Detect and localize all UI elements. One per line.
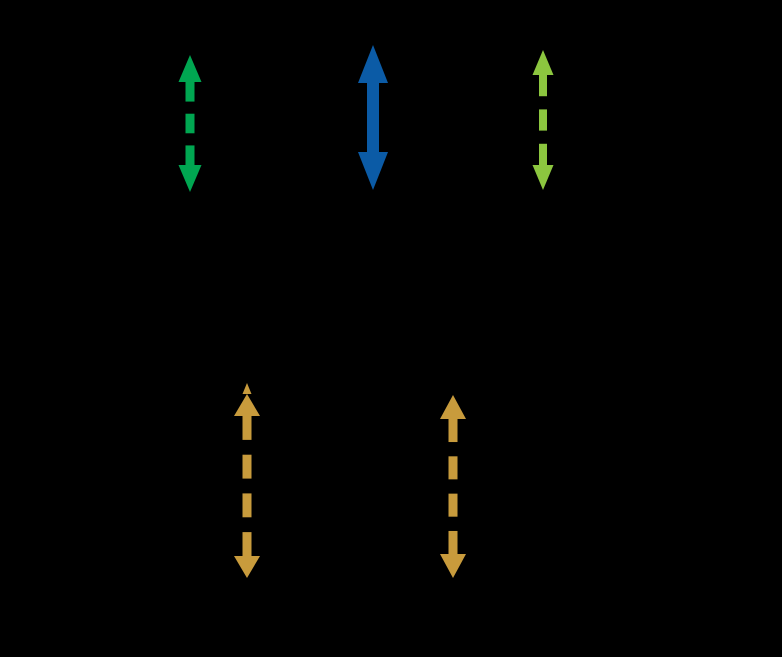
ochre-double-headed-dashed-arrow-right-dash-4 [448, 530, 458, 554]
ochre-double-headed-dashed-arrow-left-dash-1 [242, 416, 252, 440]
ochre-double-headed-dashed-arrow-right-dash-2 [448, 456, 458, 480]
green-double-headed-dashed-arrow-head-top [178, 55, 202, 82]
green-double-headed-dashed-arrow-dash-2 [185, 113, 195, 134]
ochre-double-headed-dashed-arrow-left-head-bottom [234, 556, 260, 578]
ochre-double-headed-dashed-arrow-right-head-top [440, 395, 466, 419]
ochre-double-headed-dashed-arrow-left-head-top [234, 394, 260, 416]
yellow-green-double-headed-dashed-arrow-head-bottom [532, 165, 554, 190]
blue-double-headed-solid-arrow-shaft [367, 83, 379, 152]
yellow-green-double-headed-dashed-arrow-head-top [532, 50, 554, 75]
green-double-headed-dashed-arrow[interactable] [178, 55, 202, 192]
blue-double-headed-solid-arrow-head-bottom [358, 152, 388, 190]
yellow-green-double-headed-dashed-arrow[interactable] [532, 50, 554, 190]
ochre-double-headed-dashed-arrow-right-head-bottom [440, 554, 466, 578]
ochre-double-headed-dashed-arrow-right-dash-3 [448, 493, 458, 517]
ochre-double-headed-dashed-arrow-right[interactable] [440, 395, 466, 578]
ochre-double-headed-dashed-arrow-left-dash-4 [242, 532, 252, 556]
yellow-green-double-headed-dashed-arrow-dash-1 [539, 75, 547, 97]
ochre-double-headed-dashed-arrow-left-secondary-tip [242, 383, 252, 394]
yellow-green-double-headed-dashed-arrow-dash-2 [539, 109, 547, 131]
green-double-headed-dashed-arrow-dash-3 [185, 145, 195, 165]
ochre-double-headed-dashed-arrow-right-dash-1 [448, 419, 458, 443]
ochre-double-headed-dashed-arrow-left-dash-3 [242, 493, 252, 518]
green-double-headed-dashed-arrow-head-bottom [178, 165, 202, 192]
yellow-green-double-headed-dashed-arrow-dash-3 [539, 143, 547, 165]
green-double-headed-dashed-arrow-dash-1 [185, 82, 195, 102]
blue-double-headed-solid-arrow[interactable] [358, 45, 388, 190]
ochre-double-headed-dashed-arrow-left-dash-2 [242, 454, 252, 479]
blue-double-headed-solid-arrow-head-top [358, 45, 388, 83]
ochre-double-headed-dashed-arrow-left[interactable] [234, 383, 260, 578]
